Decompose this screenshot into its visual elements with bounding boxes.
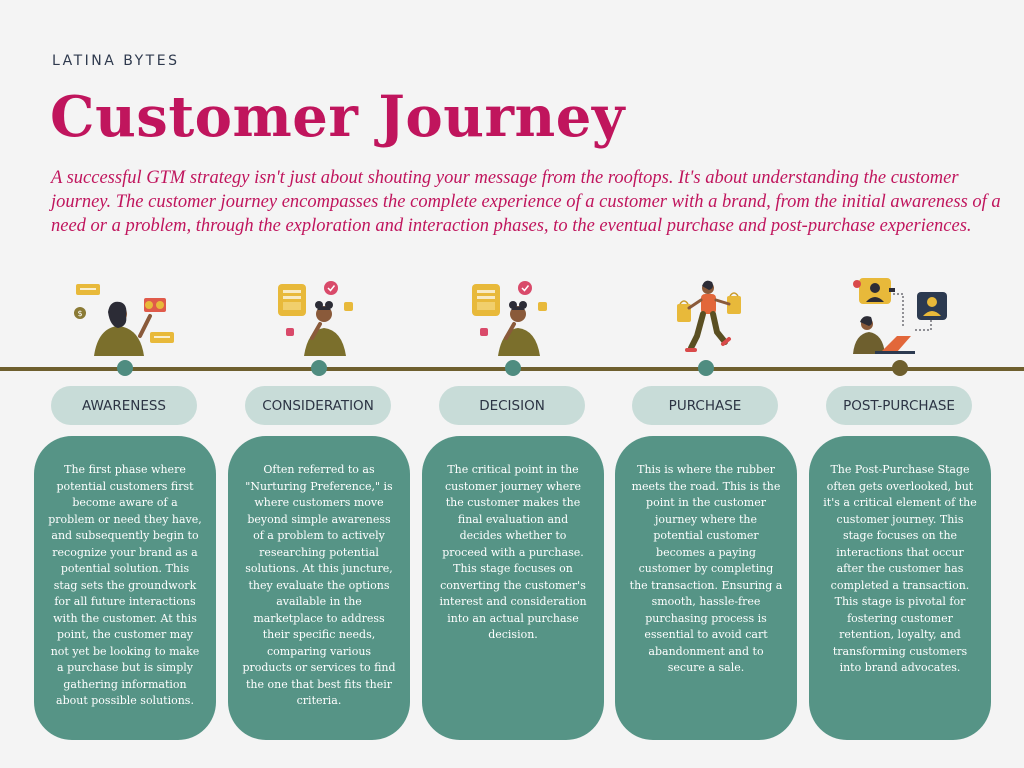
stage-decision: DECISION The critical point in the custo…	[422, 270, 604, 750]
stage-description-card: The first phase where potential customer…	[34, 436, 216, 740]
timeline-node	[505, 360, 521, 376]
stage-description-card: Often referred to as "Nurturing Preferen…	[228, 436, 410, 740]
stage-description-card: This is where the rubber meets the road.…	[615, 436, 797, 740]
stage-consideration: CONSIDERATION Often referred to as "Nurt…	[228, 270, 410, 750]
timeline-node	[698, 360, 714, 376]
timeline-node	[892, 360, 908, 376]
stage-description-card: The Post-Purchase Stage often gets overl…	[809, 436, 991, 740]
person-shopping-bags-illustration	[677, 280, 741, 352]
stage-label-pill[interactable]: DECISION	[439, 386, 585, 425]
intro-paragraph: A successful GTM strategy isn't just abo…	[51, 168, 1001, 236]
stage-label-pill[interactable]: AWARENESS	[51, 386, 197, 425]
timeline-node	[117, 360, 133, 376]
page-title: Customer Journey	[50, 84, 625, 150]
stage-label-pill[interactable]: PURCHASE	[632, 386, 778, 425]
stage-post-purchase: POST-PURCHASE The Post-Purchase Stage of…	[809, 270, 991, 750]
stage-purchase: PURCHASE This is where the rubber meets …	[615, 270, 797, 750]
person-evaluating-options-illustration	[278, 281, 353, 356]
brand-label: LATINA BYTES	[52, 53, 180, 69]
stage-label-pill[interactable]: CONSIDERATION	[245, 386, 391, 425]
person-money-ideas-illustration: $	[74, 284, 174, 356]
stage-label-pill[interactable]: POST-PURCHASE	[826, 386, 972, 425]
svg-text:$: $	[77, 309, 82, 318]
timeline-node	[311, 360, 327, 376]
person-laptop-support-illustration	[853, 278, 947, 354]
stage-description-card: The critical point in the customer journ…	[422, 436, 604, 740]
stage-awareness: $ AWARENESS The first phase where potent…	[34, 270, 216, 750]
person-deciding-illustration	[472, 281, 547, 356]
